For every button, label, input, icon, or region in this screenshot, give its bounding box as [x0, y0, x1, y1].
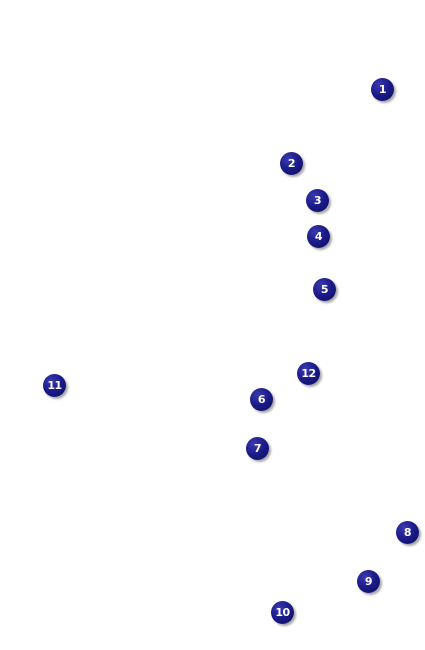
marker-11[interactable]: 11	[43, 374, 66, 397]
marker-8[interactable]: 8	[396, 521, 419, 544]
marker-10[interactable]: 10	[271, 601, 294, 624]
marker-3[interactable]: 3	[306, 189, 329, 212]
marker-2[interactable]: 2	[280, 152, 303, 175]
marker-9[interactable]: 9	[357, 570, 380, 593]
marker-7[interactable]: 7	[246, 437, 269, 460]
marker-1[interactable]: 1	[371, 78, 394, 101]
marker-6[interactable]: 6	[250, 388, 273, 411]
marker-4[interactable]: 4	[307, 225, 330, 248]
marker-12[interactable]: 12	[297, 362, 320, 385]
marker-5[interactable]: 5	[313, 278, 336, 301]
